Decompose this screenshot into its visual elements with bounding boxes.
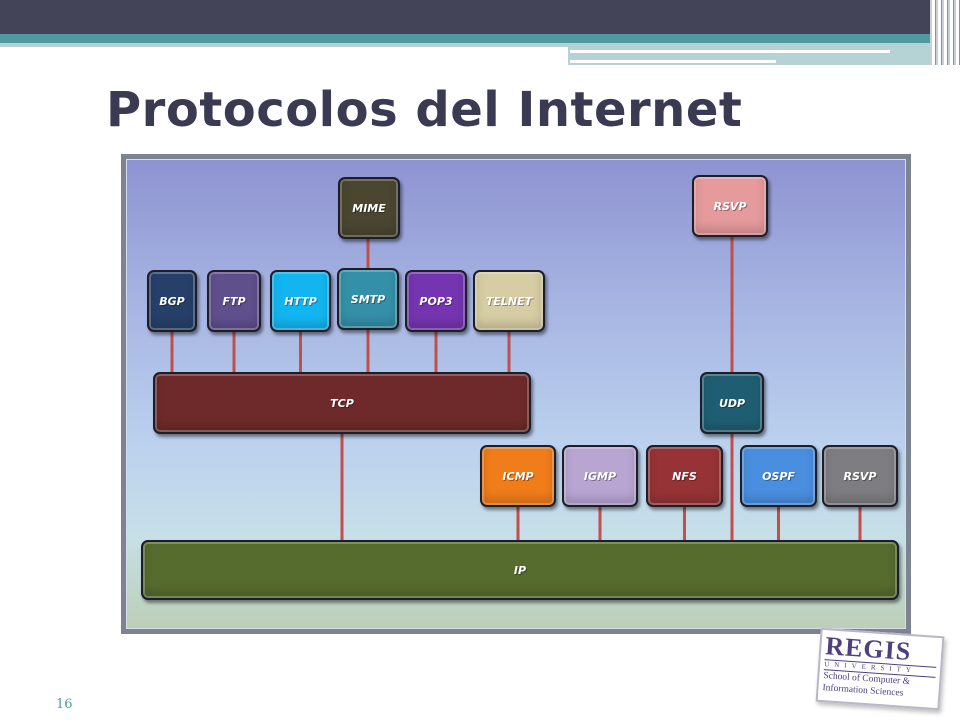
- top-accent-rule: [570, 60, 776, 63]
- node-label: ICMP: [502, 469, 534, 483]
- diagram-frame: MIME RSVP BGP FTP HTTP SMTP POP3 TELNET TCP UDP IC…: [121, 154, 911, 634]
- page-title: Protocolos del Internet: [106, 82, 743, 138]
- node-label: POP3: [419, 294, 453, 308]
- node-label: SMTP: [350, 292, 386, 306]
- node-ospf: OSPF: [740, 445, 817, 507]
- protocol-diagram: MIME RSVP BGP FTP HTTP SMTP POP3 TELNET TCP UDP IC…: [126, 159, 906, 629]
- node-label: HTTP: [284, 294, 317, 308]
- node-icmp: ICMP: [480, 445, 556, 507]
- node-mime: MIME: [338, 177, 400, 239]
- node-label: OSPF: [762, 469, 795, 483]
- node-label: TCP: [330, 396, 354, 410]
- node-rsvp-top: RSVP: [692, 175, 768, 237]
- connector-lines: [170, 237, 862, 540]
- top-accent-line: [0, 43, 570, 47]
- node-label: IP: [513, 563, 527, 577]
- node-label: RSVP: [843, 469, 877, 483]
- page-number: 16: [56, 697, 73, 712]
- node-rsvp-low: RSVP: [822, 445, 898, 507]
- node-label: IGMP: [583, 469, 617, 483]
- node-smtp: SMTP: [337, 268, 399, 330]
- top-accent-band: [0, 34, 960, 43]
- node-label: NFS: [672, 469, 697, 483]
- corner-stripes: [930, 0, 960, 65]
- top-banner: [0, 0, 960, 34]
- node-label: BGP: [159, 294, 185, 308]
- node-ftp: FTP: [207, 270, 261, 332]
- node-telnet: TELNET: [473, 270, 545, 332]
- node-label: RSVP: [713, 199, 747, 213]
- node-label: FTP: [222, 294, 246, 308]
- top-accent-rule: [570, 50, 890, 53]
- node-label: UDP: [718, 396, 746, 410]
- node-label: TELNET: [485, 294, 533, 308]
- node-label: MIME: [352, 201, 386, 215]
- node-nfs: NFS: [646, 445, 723, 507]
- node-udp: UDP: [700, 372, 764, 434]
- node-tcp: TCP: [153, 372, 531, 434]
- node-ip: IP: [141, 540, 899, 600]
- node-bgp: BGP: [147, 270, 197, 332]
- node-http: HTTP: [270, 270, 331, 332]
- node-igmp: IGMP: [562, 445, 638, 507]
- node-pop3: POP3: [405, 270, 467, 332]
- regis-logo: REGIS UNIVERSITY School of Computer & In…: [815, 627, 945, 711]
- top-accent-block: [568, 43, 960, 65]
